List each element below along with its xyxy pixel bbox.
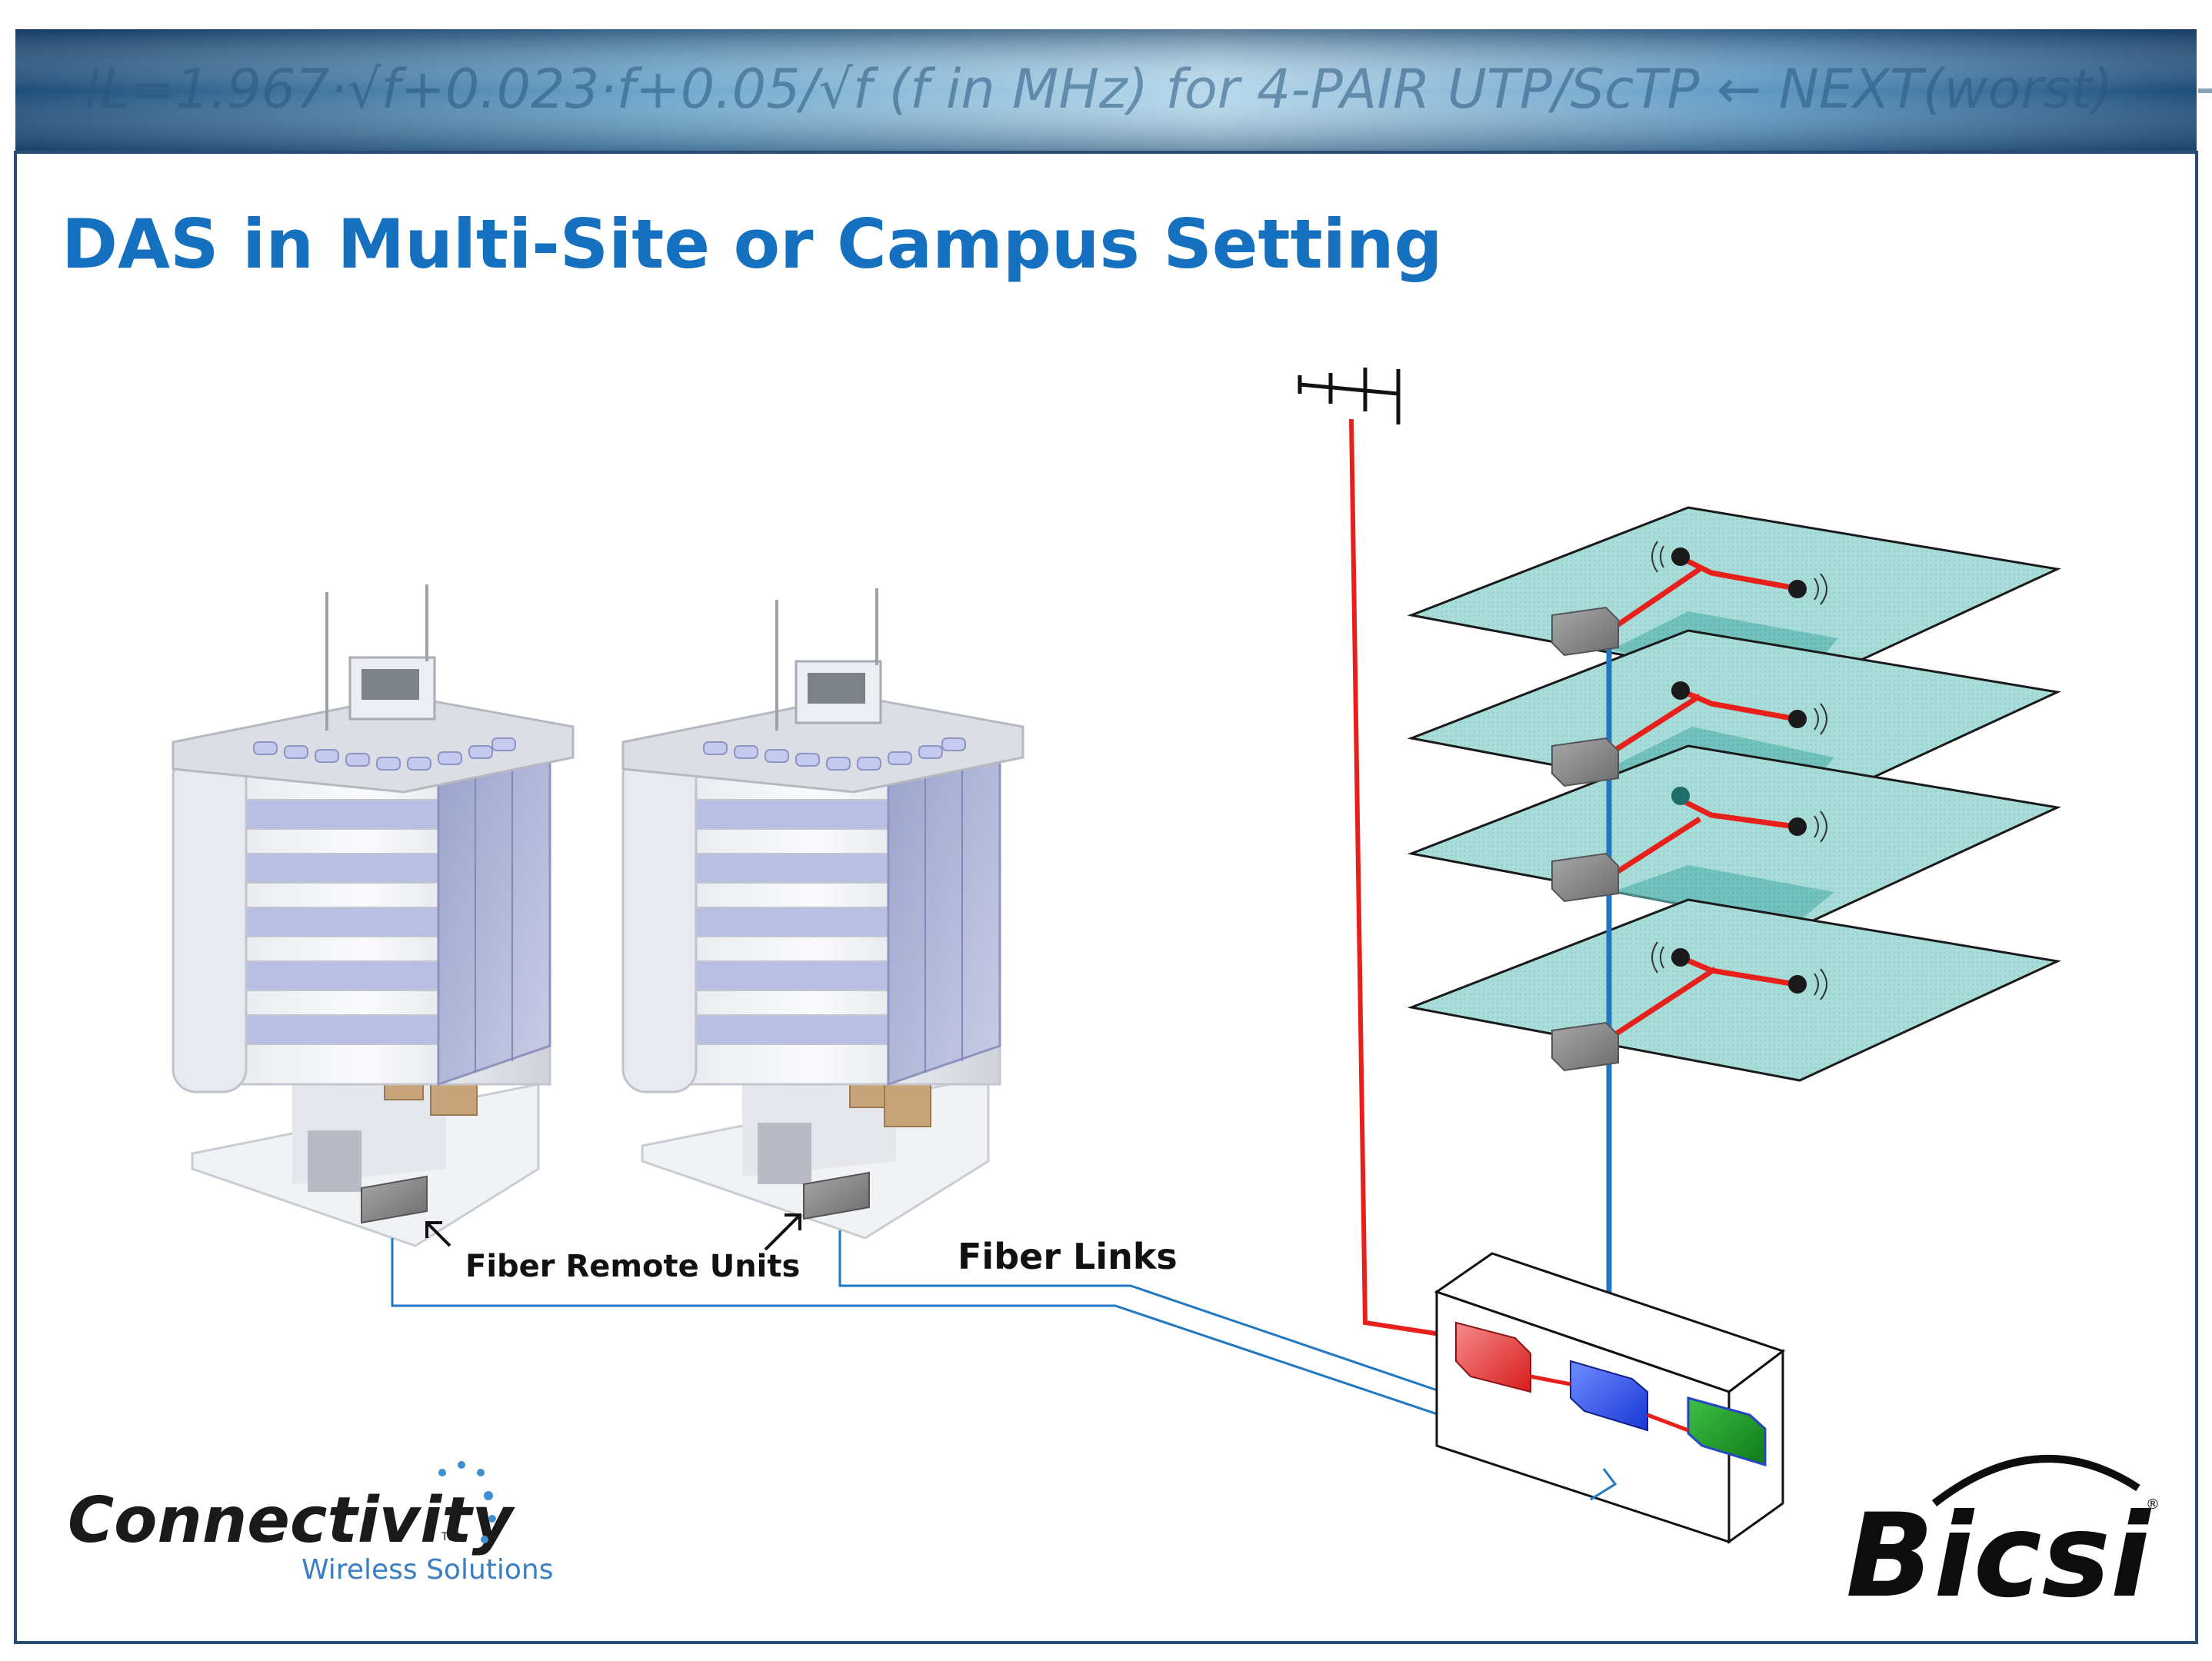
connectivity-logo: Connectivity TM Wireless Solutions [68, 1461, 553, 1586]
header-banner: IL=1.967·√f+0.023·f+0.05/√f (f in MHz) f… [15, 29, 2212, 152]
head-end-blue-unit [1570, 1360, 1648, 1432]
fiber-remote-unit-1 [361, 1175, 428, 1224]
bicsi-logo-name: Bicsi [1846, 1490, 2152, 1623]
floor-remote-unit [1551, 852, 1619, 903]
bicsi-swoosh-icon [1931, 1454, 2140, 1506]
floor-remote-units [1551, 606, 1619, 1072]
floor-1 [1407, 898, 2062, 1082]
fiber-links-label: Fiber Links [958, 1236, 1178, 1277]
floor-remote-unit [1551, 1021, 1619, 1072]
antenna-icon [1788, 580, 1807, 598]
antenna-icon [1671, 548, 1690, 566]
antenna-icon [1788, 710, 1807, 728]
connectivity-dots-icon [438, 1461, 496, 1543]
bicsi-logo: Bicsi ® [1846, 1454, 2160, 1623]
fiber-remote-units-label: Fiber Remote Units [465, 1249, 800, 1284]
connectivity-logo-tm: TM [441, 1531, 458, 1543]
fiber-remote-units-label-group: Fiber Remote Units [425, 1213, 801, 1284]
slide-title: DAS in Multi-Site or Campus Setting [62, 205, 1443, 284]
donor-antenna [1298, 368, 1401, 424]
antenna-icon [1671, 948, 1690, 967]
building-2 [621, 588, 1024, 1240]
floor-remote-unit [1551, 606, 1619, 657]
head-end-cabinet [1434, 1252, 1786, 1544]
floor-stack [1407, 506, 2062, 1082]
head-end-red-unit [1455, 1321, 1531, 1393]
antenna-icon [1671, 681, 1690, 700]
floor-4-coax [1602, 554, 1797, 637]
slide-frame [14, 151, 2198, 1644]
fiber-remote-unit-2 [803, 1171, 870, 1220]
antenna-icon [1788, 817, 1807, 836]
head-end-green-unit [1687, 1396, 1767, 1467]
antenna-icon [1671, 787, 1690, 805]
building-1 [172, 584, 575, 1247]
connectivity-logo-subtitle: Wireless Solutions [301, 1554, 553, 1586]
bicsi-logo-reg: ® [2146, 1496, 2160, 1513]
floor-remote-unit [1551, 737, 1619, 787]
connectivity-logo-name: Connectivity [68, 1484, 516, 1557]
header-formula: IL=1.967·√f+0.023·f+0.05/√f (f in MHz) f… [85, 58, 2212, 121]
coax-donor-cable [1349, 418, 1466, 1340]
antenna-icon [1788, 975, 1807, 994]
floor-antennas [1602, 541, 1827, 1044]
